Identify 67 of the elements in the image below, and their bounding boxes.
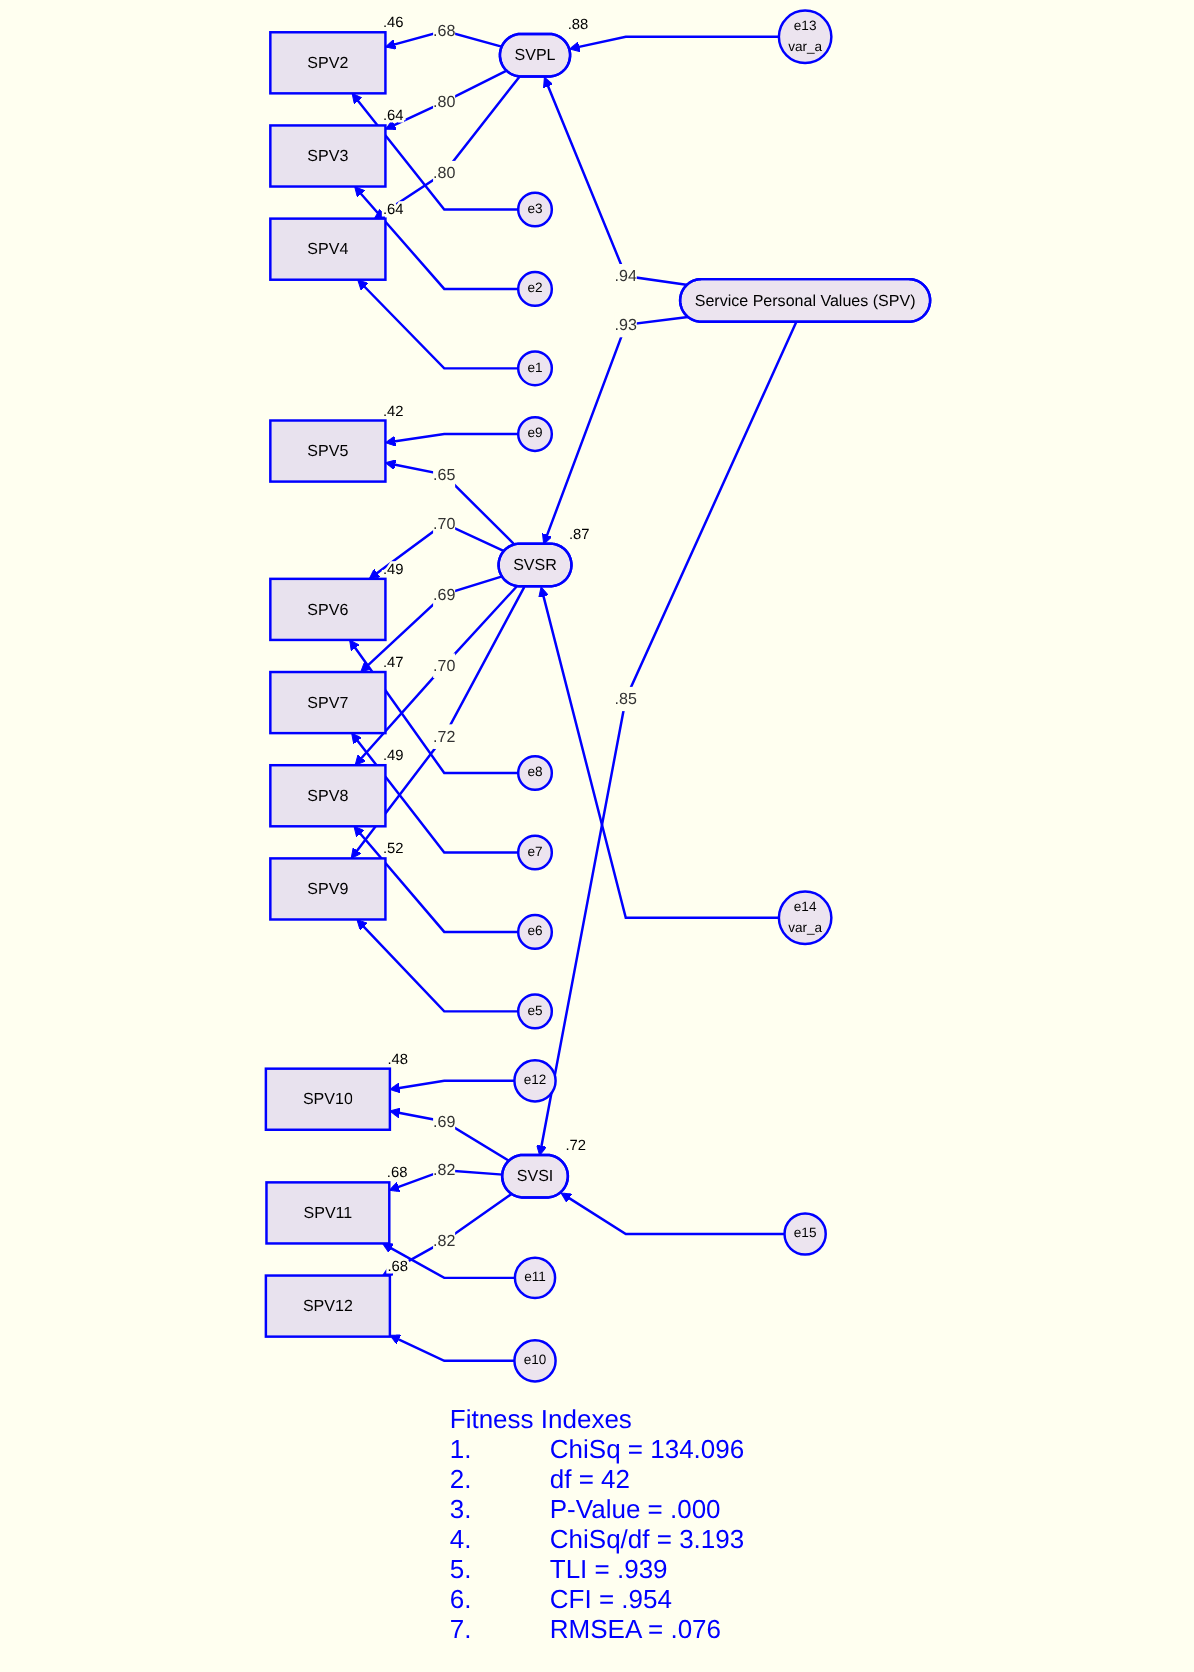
list-number: 3.: [449, 1494, 474, 1524]
arrow: [388, 1107, 510, 1163]
arrow: [568, 35, 778, 53]
arrow: [350, 732, 518, 854]
node-box: SPV7: [268, 670, 386, 735]
fit-index-text: ChiSq = 134.096: [549, 1434, 745, 1464]
arrow: [349, 586, 525, 859]
node-box: SPV5: [268, 419, 386, 483]
arrow: [381, 1242, 514, 1280]
arrow: [383, 69, 507, 130]
node-box: SPV11: [264, 1181, 390, 1245]
list-heading: Fitness Indexes: [449, 1404, 634, 1434]
edge-label: .82: [432, 1160, 455, 1180]
edge-label: .72: [432, 726, 455, 746]
node-box: SPV10: [263, 1067, 391, 1131]
arrow: [535, 321, 797, 1156]
edge-label: .80: [432, 163, 455, 182]
edge-label: .69: [432, 1111, 455, 1131]
list-number: 2.: [449, 1464, 474, 1494]
list-number: 7.: [449, 1614, 474, 1644]
arrow: [383, 432, 518, 447]
list-number: 1.: [449, 1434, 474, 1464]
node-box: SPV6: [268, 577, 386, 642]
fit-index-text: df = 42: [549, 1464, 631, 1494]
edge-label: .69: [432, 584, 455, 604]
arrow: [559, 1192, 784, 1236]
arrow: [353, 585, 517, 766]
fit-index-text: P-Value = .000: [549, 1494, 721, 1524]
arrow: [542, 76, 688, 287]
node-box: SPV3: [268, 124, 386, 188]
edge-label: .70: [432, 655, 455, 675]
arrow: [352, 825, 518, 934]
list-number: 6.: [449, 1584, 474, 1614]
arrow: [353, 186, 518, 291]
fit-index-text: ChiSq/df = 3.193: [549, 1524, 745, 1554]
fit-index-text: RMSEA = .076: [549, 1614, 722, 1644]
list-number: 4.: [449, 1524, 474, 1554]
node-box: SPV12: [263, 1274, 391, 1338]
fit-index-text: CFI = .954: [549, 1584, 672, 1614]
edge-label: .80: [432, 92, 455, 111]
edge-label: .85: [613, 689, 636, 708]
node-box: SPV2: [268, 31, 386, 95]
list-number: 5.: [449, 1554, 474, 1584]
node-box: SPV4: [268, 217, 386, 281]
arrow: [372, 76, 520, 220]
arrow: [388, 1079, 514, 1094]
arrow: [348, 639, 518, 775]
edge-label: .94: [613, 266, 636, 285]
fit-index-text: TLI = .939: [549, 1554, 668, 1584]
arrow: [355, 919, 518, 1013]
edge-label: .65: [432, 465, 455, 484]
node-box: SPV8: [268, 763, 386, 828]
arrow: [356, 279, 518, 370]
edge-label: .70: [432, 513, 455, 533]
arrow: [541, 315, 688, 545]
arrow: [359, 575, 502, 673]
arrow: [383, 459, 515, 546]
arrow: [381, 1193, 512, 1277]
edge-label: .82: [432, 1231, 455, 1251]
node-box: SPV9: [268, 857, 386, 921]
arrow: [388, 1334, 514, 1363]
edge-label: .68: [432, 21, 455, 40]
edge-label: .93: [613, 315, 636, 334]
arrow: [387, 1168, 502, 1193]
arrow: [537, 586, 778, 920]
arrow: [383, 29, 502, 50]
arrow: [350, 92, 518, 211]
